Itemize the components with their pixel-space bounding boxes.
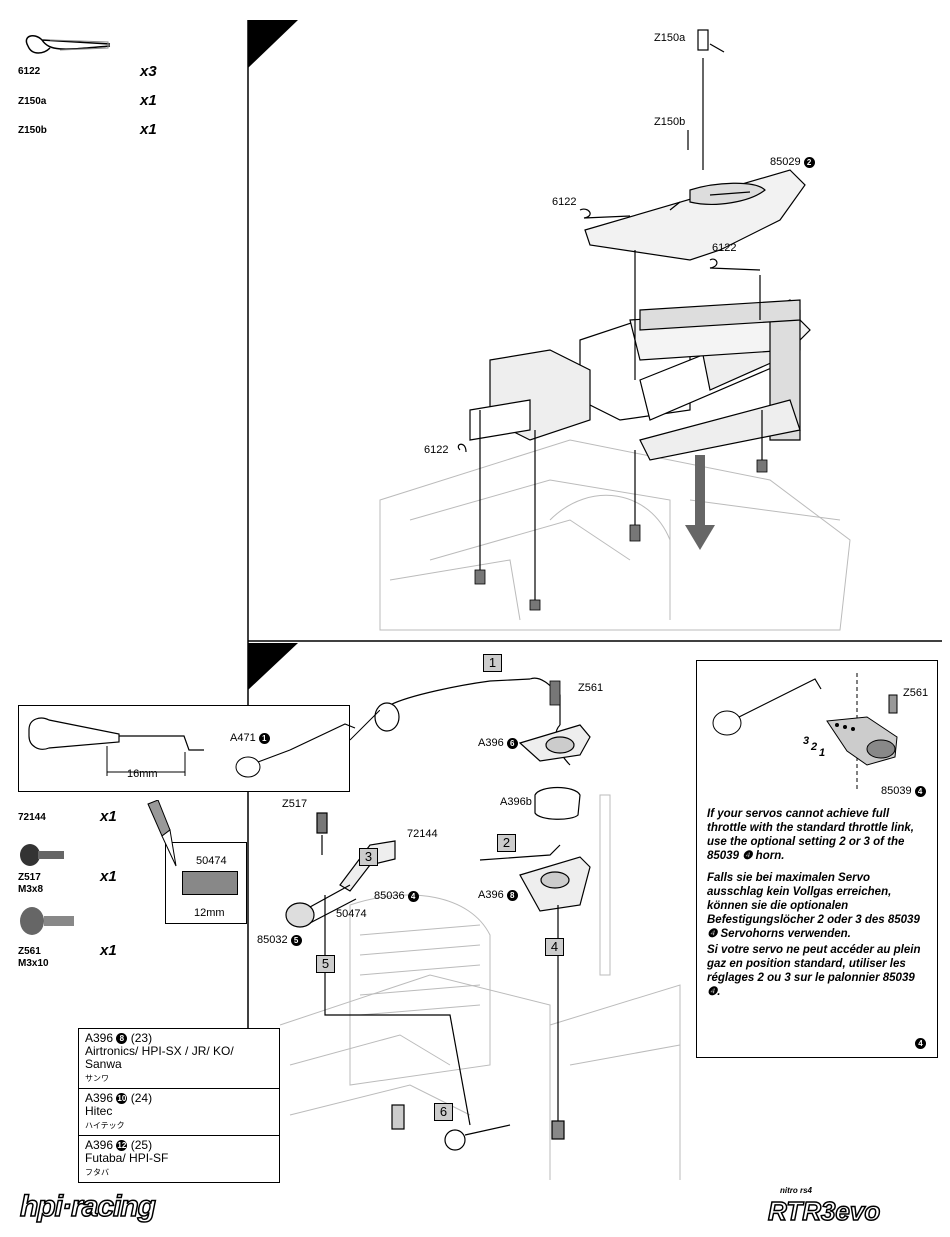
corner-badge: 4: [915, 1035, 926, 1053]
foam-size-box: 50474 12mm: [165, 842, 247, 924]
label-6122: 6122: [552, 196, 577, 208]
radio-row: A396 10 (24) Hitec ハイテック: [79, 1088, 279, 1135]
label-72144: 72144: [407, 828, 438, 840]
part-number-badge: 4: [914, 785, 926, 797]
step-number: 1: [483, 654, 502, 672]
step-number: 3: [359, 848, 378, 866]
step-number: 2: [497, 834, 516, 852]
foam-swatch: [182, 871, 238, 895]
label-50474: 50474: [196, 855, 227, 867]
label-85029: 85029 2: [770, 156, 815, 168]
part-id: Z561: [18, 946, 41, 957]
rtr3evo-logo: RTR3evo: [767, 1195, 881, 1227]
label-z150a: Z150a: [654, 32, 686, 44]
part-id: Z150a: [18, 96, 47, 107]
part-qty: x1: [100, 808, 117, 825]
label-6122: 6122: [424, 444, 449, 456]
hpi-racing-logo: hpi·racing: [19, 1189, 157, 1224]
label-z150b: Z150b: [654, 116, 686, 128]
down-arrow: [685, 455, 715, 550]
hobby-knife-icon: [147, 800, 177, 867]
screw-z561-icon: [20, 907, 74, 935]
part-id: 72144: [18, 812, 46, 823]
step-number: 6: [434, 1103, 453, 1121]
servo-horn-detail-drawing: [712, 673, 898, 791]
part-qty: x1: [140, 121, 157, 138]
step-marker-top: [248, 20, 298, 68]
a471-rod-drawing: [235, 710, 380, 778]
part-number-badge: 6: [506, 737, 518, 749]
clip-icon: [20, 30, 115, 67]
label-z561: Z561: [578, 682, 604, 694]
step-number: 5: [316, 955, 335, 973]
part-number-badge: 12: [116, 1140, 128, 1152]
hole-number: 3: [803, 735, 810, 747]
radio-brand-table: A396 8 (23) Airtronics/ HPI-SX / JR/ KO/…: [78, 1028, 280, 1183]
dimension-12mm: 12mm: [194, 907, 225, 919]
label-50474: 50474: [336, 908, 367, 920]
a471-detail-drawing: [28, 717, 204, 776]
part-qty: x1: [100, 868, 117, 885]
label-85032: 85032 5: [257, 934, 302, 946]
part-id: Z517: [18, 872, 41, 883]
part-number-badge: 5: [290, 934, 302, 946]
label-z517: Z517: [282, 798, 308, 810]
screw-z517-icon: [20, 844, 64, 866]
label-a396b: A396b: [500, 796, 532, 808]
label-a471: A471 1: [230, 732, 270, 744]
model-subtitle: nitro rs4: [780, 1186, 813, 1195]
hole-number: 2: [811, 741, 818, 753]
part-number-badge: 2: [803, 156, 815, 168]
label-85039: 85039 4: [881, 785, 926, 797]
part-number-badge: 4: [915, 1038, 926, 1050]
label-6122: 6122: [712, 242, 737, 254]
note-german: Falls sie bei maximalen Servo ausschlag …: [707, 872, 920, 940]
part-number-badge: 10: [116, 1093, 128, 1105]
radio-box-assembly-drawing: [379, 29, 851, 631]
part-number-badge: 8: [116, 1033, 128, 1045]
label-85036: 85036 4: [374, 890, 419, 902]
throttle-linkage-drawing: [279, 677, 681, 1180]
dimension-16mm: 16mm: [127, 768, 158, 780]
label-z561: Z561: [903, 687, 929, 699]
step-marker-bottom: [248, 643, 298, 690]
optional-setting-box: Z561 3 2 1 85039 4 If your servos cannot…: [696, 660, 938, 1058]
part-size: M3x8: [18, 884, 44, 895]
part-number-badge: 8: [506, 889, 518, 901]
a471-detail-box: 16mm: [18, 705, 350, 792]
step-number: 4: [545, 938, 564, 956]
label-a396: A396 6: [478, 737, 518, 749]
part-id: 6122: [18, 66, 41, 77]
part-number-badge: 4: [407, 890, 419, 902]
radio-row: A396 8 (23) Airtronics/ HPI-SX / JR/ KO/…: [79, 1028, 279, 1088]
label-a396: A396 8: [478, 889, 518, 901]
radio-row: A396 12 (25) Futaba/ HPI-SF フタバ: [79, 1135, 279, 1182]
part-number-badge: 1: [258, 732, 270, 744]
note-french: Si votre servo ne peut accéder au plein …: [707, 944, 921, 998]
note-english: If your servos cannot achieve full throt…: [707, 808, 914, 862]
part-qty: x1: [100, 942, 117, 959]
part-size: M3x10: [18, 958, 49, 969]
hole-number: 1: [819, 747, 826, 759]
part-id: Z150b: [18, 125, 47, 136]
part-qty: x1: [140, 92, 157, 109]
part-qty: x3: [140, 63, 157, 80]
